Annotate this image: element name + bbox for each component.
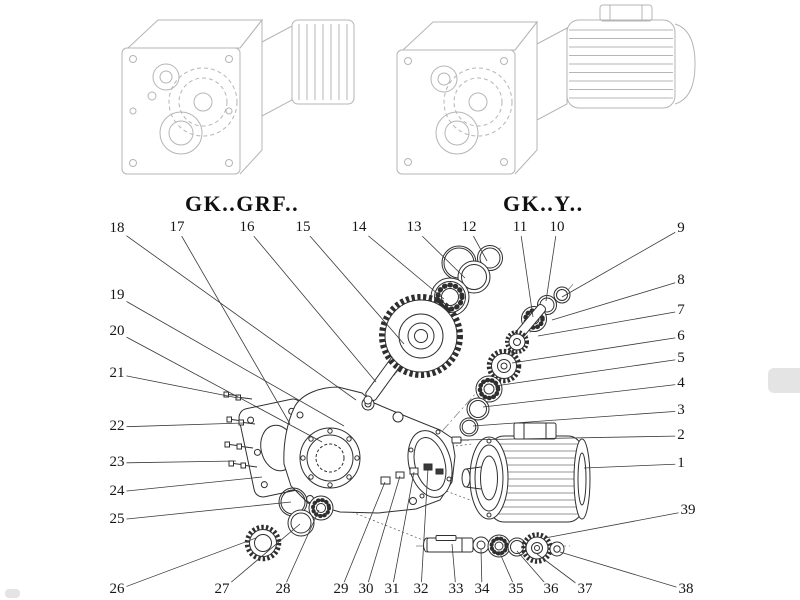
output-end-washer: [549, 541, 565, 557]
callout-number-26: 26: [107, 581, 127, 598]
output-shaft: [423, 535, 474, 553]
model-title-y: GK..Y..: [503, 191, 584, 216]
callout-number-27: 27: [212, 581, 232, 598]
callout-number-14: 14: [349, 219, 369, 236]
callout-number-20: 20: [107, 323, 127, 340]
lock-washer-gear: [244, 524, 282, 562]
callout-number-12: 12: [459, 219, 479, 236]
callout-number-15: 15: [293, 219, 313, 236]
bearing-race: [457, 260, 491, 294]
callout-number-17: 17: [167, 219, 187, 236]
callout-number-36: 36: [541, 581, 561, 598]
callout-number-22: 22: [107, 418, 127, 435]
callout-number-16: 16: [237, 219, 257, 236]
callout-number-19: 19: [107, 287, 127, 304]
output-bearing: [487, 534, 511, 558]
edge-artifact: [768, 368, 800, 393]
corner-artifact: [5, 589, 20, 598]
gearbox-line-drawing-grf: [121, 18, 355, 175]
gearbox-housing: [283, 386, 456, 514]
callout-number-29: 29: [331, 581, 351, 598]
callout-number-33: 33: [446, 581, 466, 598]
callout-number-13: 13: [404, 219, 424, 236]
callout-number-5: 5: [675, 350, 687, 367]
callout-number-38: 38: [676, 581, 696, 598]
seal-collar: [287, 509, 315, 537]
callout-number-7: 7: [675, 302, 687, 319]
retaining-rings: [459, 397, 490, 437]
callout-number-30: 30: [356, 581, 376, 598]
vent-screw: [451, 436, 469, 444]
callout-number-1: 1: [675, 455, 687, 472]
callout-number-9: 9: [675, 220, 687, 237]
callout-number-2: 2: [675, 427, 687, 444]
callout-number-32: 32: [411, 581, 431, 598]
callout-number-23: 23: [107, 454, 127, 471]
gearbox-line-drawing-y: [396, 4, 696, 175]
output-gear: [521, 532, 553, 564]
callout-number-39: 39: [678, 502, 698, 519]
output-washer: [472, 536, 490, 554]
callout-number-34: 34: [472, 581, 492, 598]
callout-number-6: 6: [675, 328, 687, 345]
callout-number-4: 4: [675, 375, 687, 392]
callout-number-3: 3: [675, 402, 687, 419]
callout-number-8: 8: [675, 272, 687, 289]
callout-number-37: 37: [575, 581, 595, 598]
electric-motor: [461, 422, 591, 523]
model-title-grf: GK..GRF..: [185, 191, 300, 216]
callout-number-10: 10: [547, 219, 567, 236]
callout-number-21: 21: [107, 365, 127, 382]
callout-number-18: 18: [107, 220, 127, 237]
callout-number-31: 31: [382, 581, 402, 598]
callout-number-35: 35: [506, 581, 526, 598]
callout-number-11: 11: [510, 219, 530, 236]
callout-number-28: 28: [273, 581, 293, 598]
callout-number-25: 25: [107, 511, 127, 528]
callout-number-24: 24: [107, 483, 127, 500]
